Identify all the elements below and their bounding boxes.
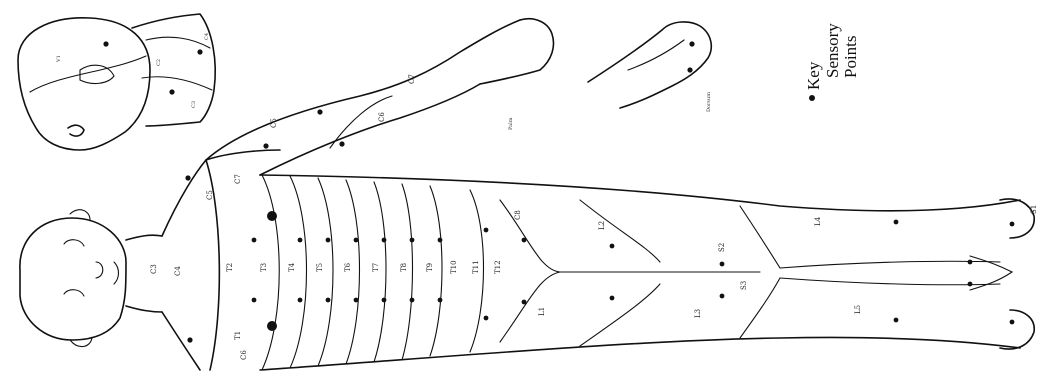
label-l2: L2: [598, 221, 606, 230]
sensory-point: [354, 298, 359, 303]
sensory-points: [185, 175, 1014, 342]
label-l1: L1: [538, 307, 546, 316]
key-line3: Points: [841, 35, 860, 78]
sensory-point: [252, 298, 257, 303]
sensory-point: [267, 211, 277, 221]
sensory-point: [720, 294, 725, 299]
label-c3: C3: [150, 264, 158, 274]
sensory-point: [438, 238, 443, 243]
label-l5: L5: [854, 305, 862, 314]
key-line2: Sensory: [823, 23, 842, 78]
arm-figure: C5 C6 C7 Palm: [206, 19, 554, 175]
key-dot-icon: [809, 95, 815, 101]
label-t6: T6: [344, 262, 352, 272]
label-t7: T7: [372, 263, 380, 272]
svg-text:V1: V1: [56, 55, 62, 63]
svg-text:Dorsum: Dorsum: [706, 92, 712, 112]
label-t9: T9: [426, 263, 434, 272]
sensory-point: [298, 238, 303, 243]
sensory-point: [610, 244, 615, 249]
sensory-point: [354, 238, 359, 243]
side-head-figure: V1 C2 C3 C4: [18, 14, 215, 150]
sensory-point: [484, 228, 489, 233]
sensory-point: [968, 260, 973, 265]
label-t3: T3: [260, 263, 268, 272]
svg-text:C5: C5: [270, 118, 278, 128]
svg-text:C2: C2: [156, 59, 162, 66]
sensory-point: [1010, 222, 1015, 227]
svg-text:Palm: Palm: [508, 117, 514, 130]
svg-text:C6: C6: [378, 112, 386, 122]
label-s1: S1: [1030, 205, 1038, 214]
svg-text:C3: C3: [191, 101, 197, 108]
label-t5: T5: [316, 263, 324, 272]
sensory-point: [382, 238, 387, 243]
sensory-point: [410, 238, 415, 243]
sensory-point: [438, 298, 443, 303]
sensory-point: [298, 298, 303, 303]
legend-key: Key Sensory Points: [804, 23, 860, 101]
sensory-point: [968, 282, 973, 287]
label-t4: T4: [288, 262, 296, 272]
sensory-point: [1010, 320, 1015, 325]
label-t8: T8: [400, 263, 408, 272]
label-c5: C5: [206, 190, 214, 200]
label-c8: C8: [514, 210, 522, 220]
label-c4: C4: [174, 266, 182, 276]
sensory-point: [326, 298, 331, 303]
label-t2: T2: [226, 263, 234, 272]
svg-text:C4: C4: [204, 33, 210, 40]
sensory-point: [382, 298, 387, 303]
sensory-point: [267, 321, 277, 331]
front-body-figure: [20, 150, 1034, 370]
key-title: Key: [804, 61, 823, 90]
label-s3: S3: [740, 281, 748, 290]
sensory-point: [522, 300, 527, 305]
label-c6: C6: [240, 350, 248, 360]
sensory-point: [720, 262, 725, 267]
sensory-point: [610, 296, 615, 301]
sensory-point: [894, 220, 899, 225]
hand-figure: Dorsum: [588, 22, 712, 112]
sensory-point: [252, 238, 257, 243]
sensory-point: [326, 238, 331, 243]
label-t12: T12: [494, 260, 502, 274]
label-t11: T11: [472, 260, 480, 274]
label-t1: T1: [234, 331, 242, 340]
sensory-point: [410, 298, 415, 303]
sensory-point: [484, 316, 489, 321]
sensory-point: [522, 238, 527, 243]
svg-text:C7: C7: [408, 74, 416, 84]
label-t10: T10: [450, 260, 458, 274]
sensory-point: [185, 175, 190, 180]
dermatome-labels: C3 C4 C5 T1 T2 T3 T4 T5 T6 T7 T8 T9 T10 …: [150, 174, 1038, 360]
sensory-point: [187, 337, 192, 342]
label-s2: S2: [718, 243, 726, 252]
label-c7: C7: [234, 174, 242, 184]
sensory-point: [894, 318, 899, 323]
label-l3: L3: [694, 309, 702, 318]
label-l4: L4: [814, 216, 822, 226]
